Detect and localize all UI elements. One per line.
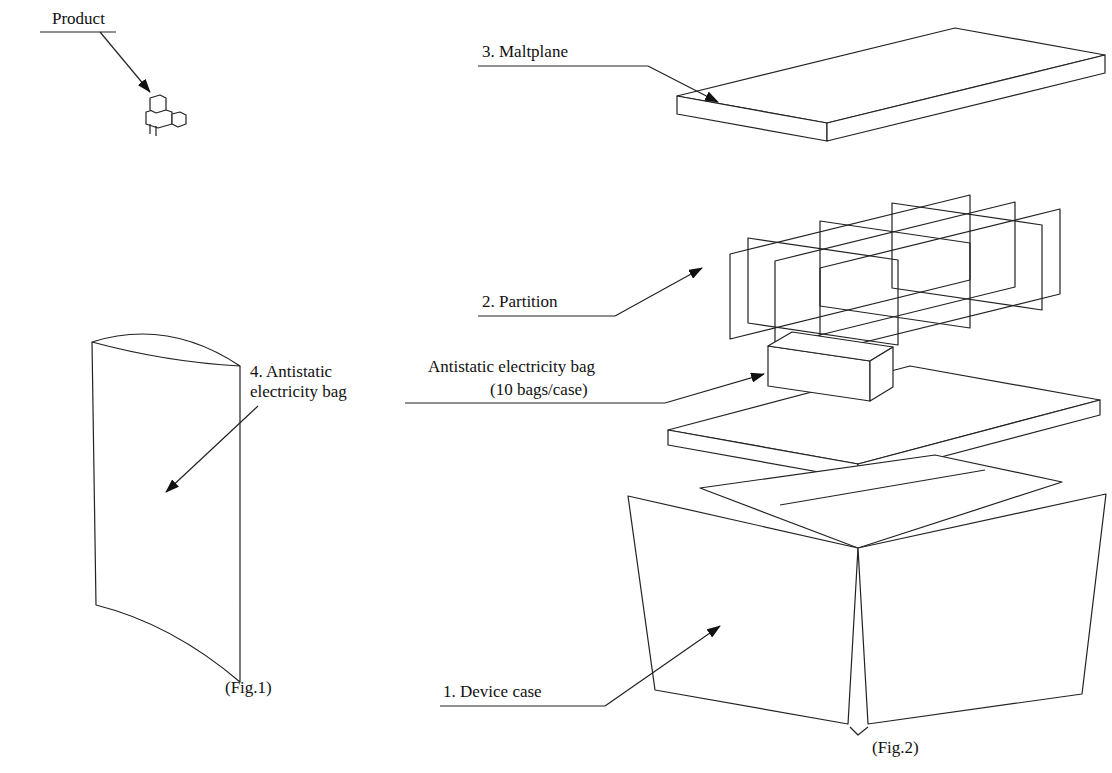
device-case bbox=[628, 455, 1106, 735]
product-icon bbox=[146, 95, 186, 136]
part-note: (10 bags/case) bbox=[490, 380, 588, 400]
leader-line bbox=[648, 66, 718, 102]
label-underline bbox=[440, 705, 605, 706]
part-label: 4. Antistatic electricity bag bbox=[250, 362, 368, 402]
partition bbox=[730, 195, 1060, 353]
leader-line bbox=[100, 32, 150, 92]
part-label: 3. Maltplane bbox=[482, 42, 568, 62]
part-label: 1. Device case bbox=[443, 682, 542, 702]
antistatic-bag bbox=[92, 334, 240, 682]
leader-line bbox=[166, 406, 258, 492]
maltplane bbox=[677, 28, 1105, 141]
leader-line bbox=[665, 374, 764, 403]
part-label: 2. Partition bbox=[482, 292, 558, 312]
label-underline bbox=[478, 315, 615, 316]
part-label: Antistatic electricity bag bbox=[428, 357, 595, 377]
leader-line bbox=[615, 268, 702, 316]
label-underline bbox=[478, 65, 648, 66]
figure-caption: (Fig.2) bbox=[872, 738, 919, 758]
bag-stack bbox=[768, 332, 893, 401]
part-label: Product bbox=[52, 9, 105, 29]
leader-line bbox=[605, 626, 720, 706]
label-underline bbox=[405, 402, 665, 403]
figure-caption: (Fig.1) bbox=[225, 678, 272, 698]
label-underline bbox=[40, 31, 116, 32]
